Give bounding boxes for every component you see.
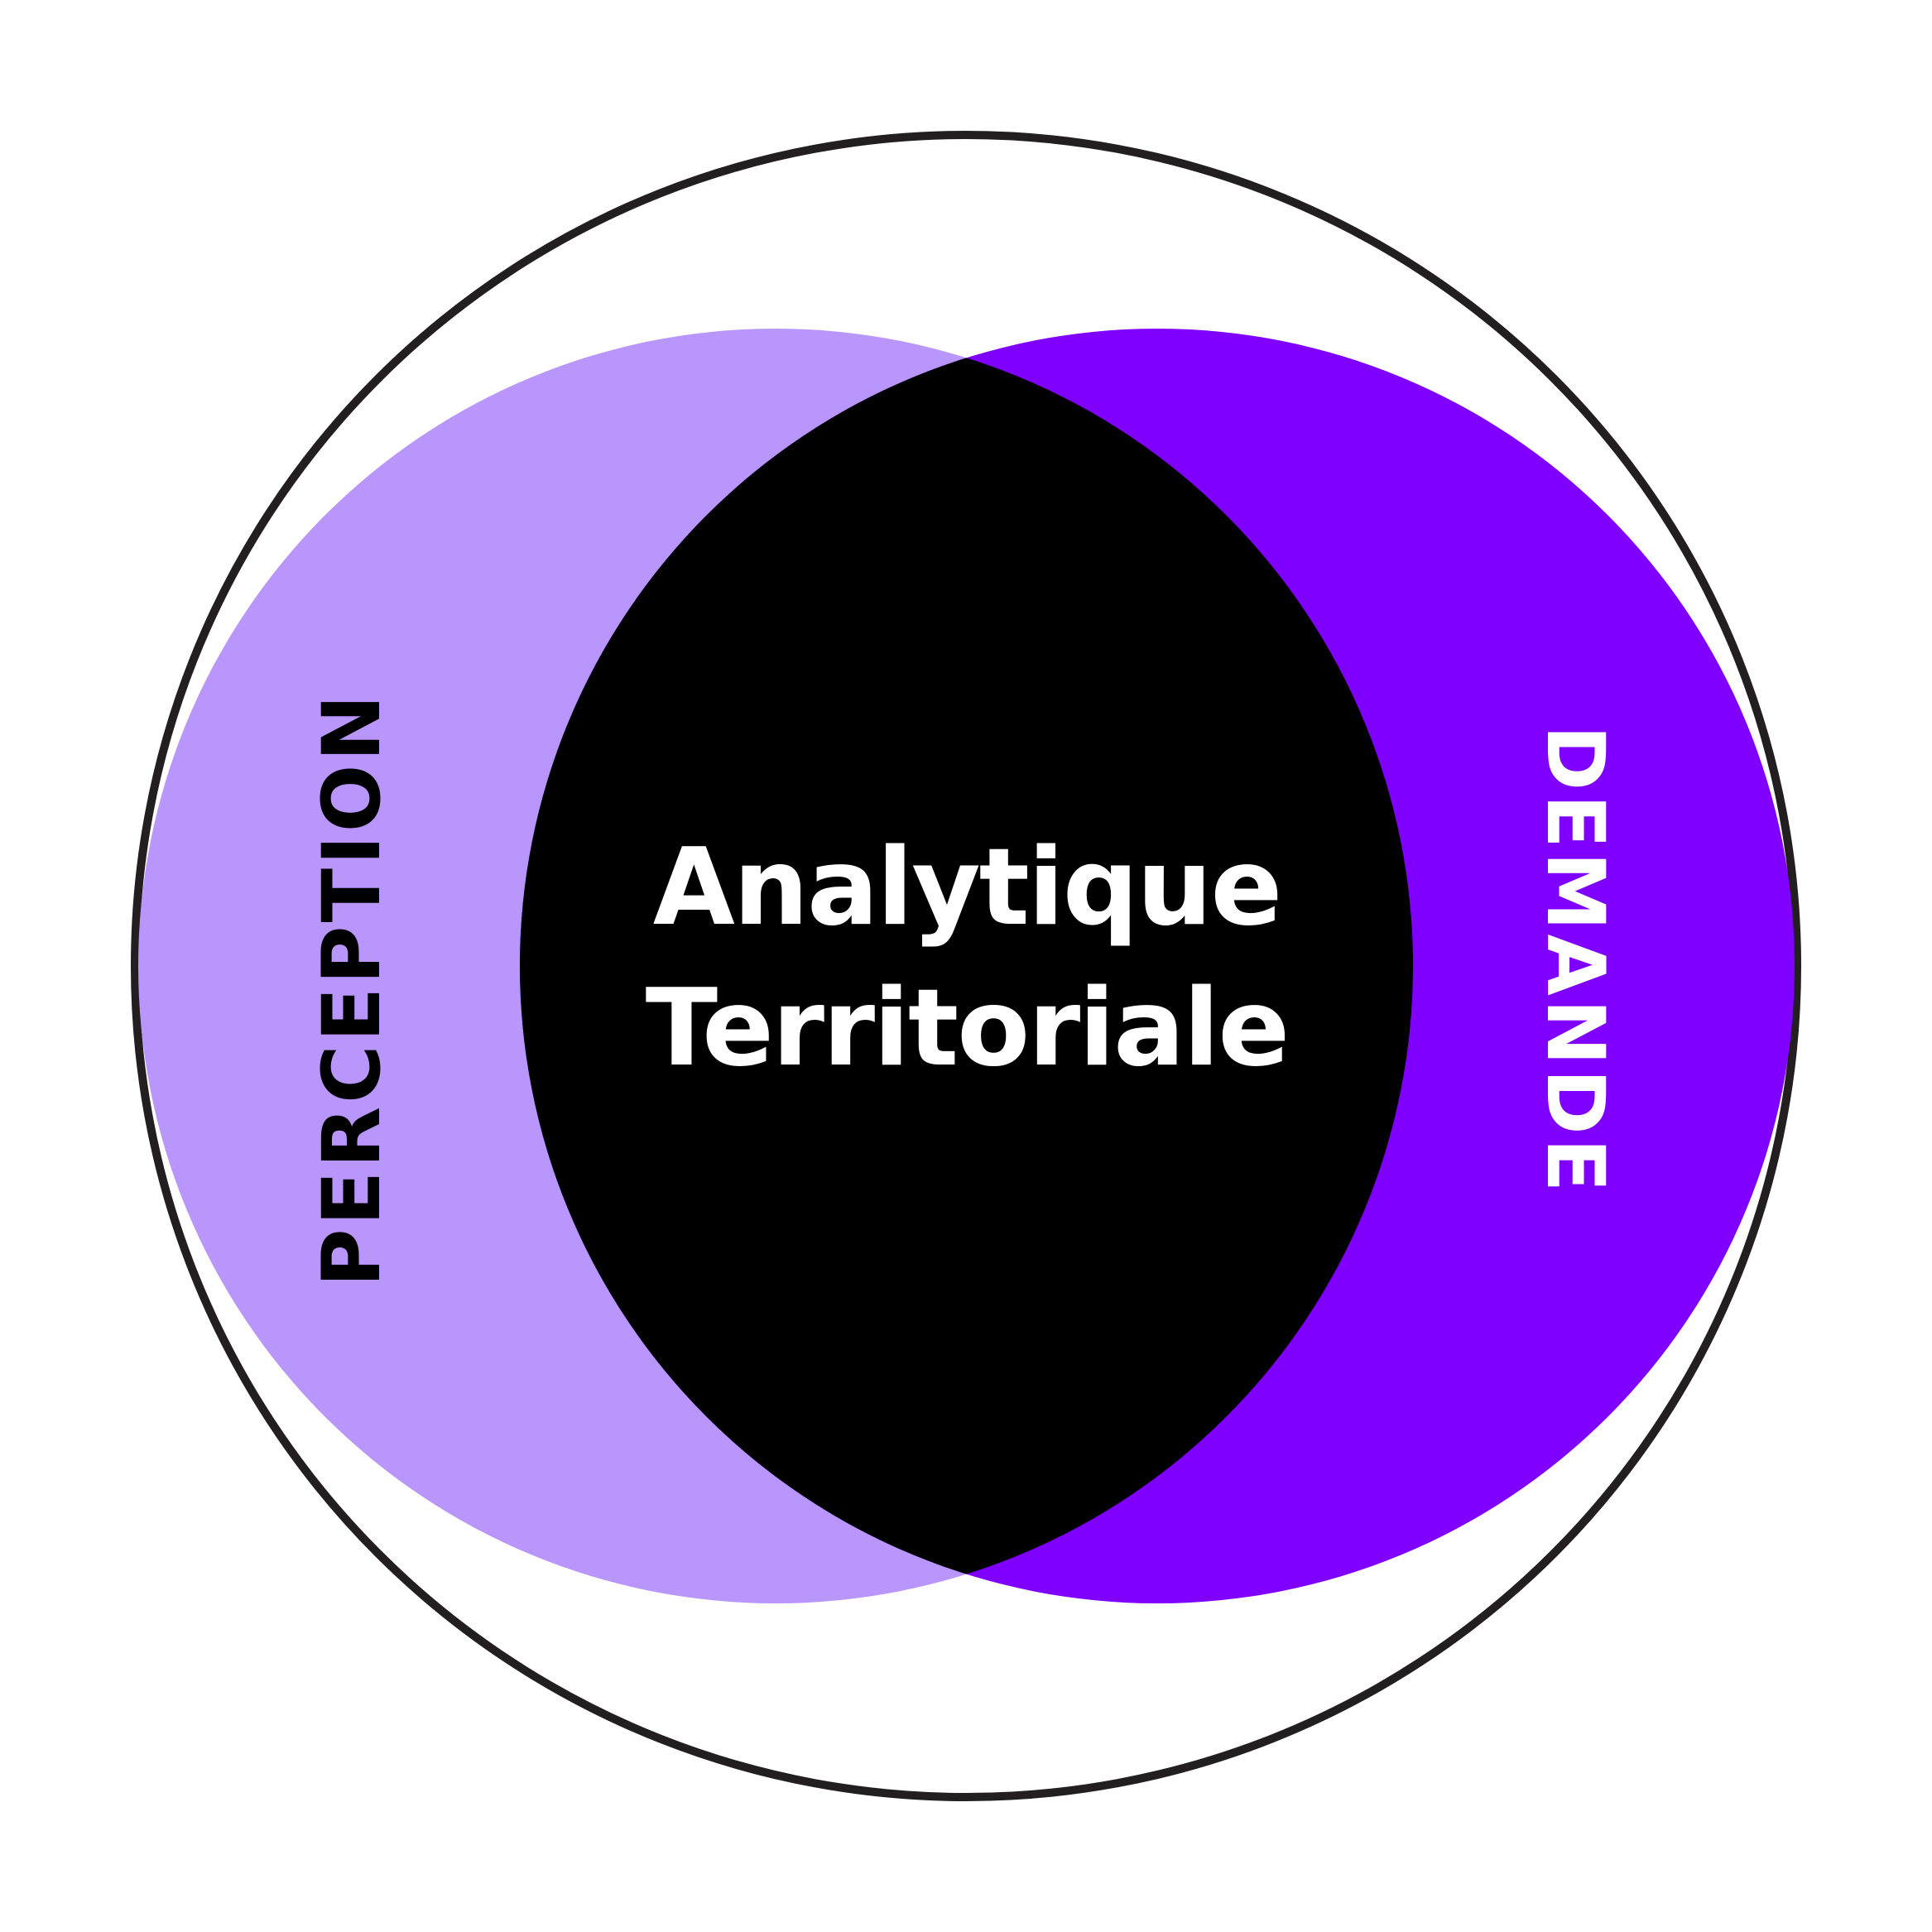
center-label-line2: Territoriale xyxy=(646,967,1288,1090)
intersection-lens xyxy=(520,329,1413,1603)
demande-label: DEMANDE xyxy=(1529,725,1622,1196)
perception-label: PERCEPTION xyxy=(305,691,398,1286)
outer-ring xyxy=(131,131,1801,1801)
center-label-line1: Analytique xyxy=(653,826,1281,949)
